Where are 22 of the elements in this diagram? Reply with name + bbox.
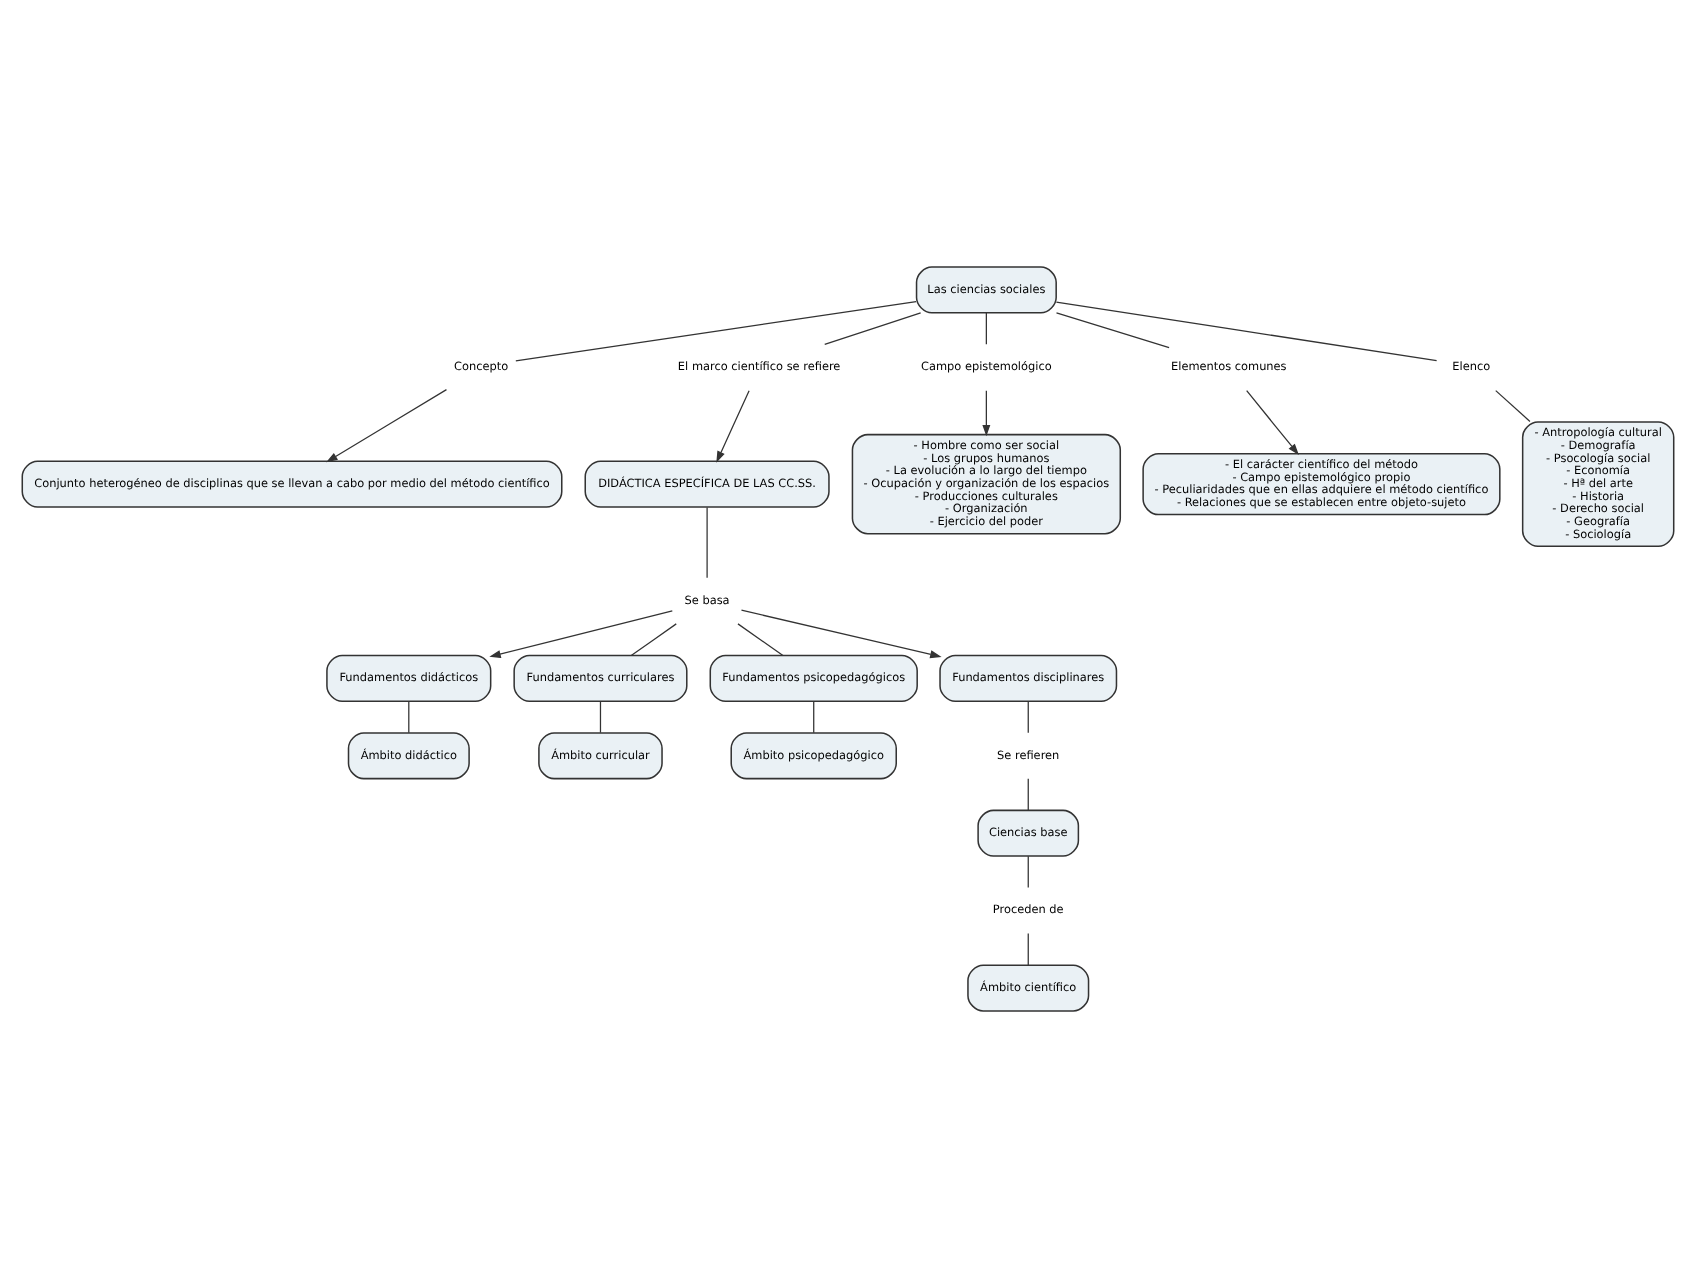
connector [515,299,917,361]
arrow [716,389,750,462]
connector [985,311,987,344]
connector [599,699,602,733]
arrow [982,389,991,436]
arrow [740,608,942,658]
arrow [489,609,673,657]
arrow [1246,389,1299,455]
connector [1055,311,1170,348]
connector [1027,777,1029,810]
connector [1495,389,1531,422]
connector [813,699,815,733]
connector [630,622,677,656]
connector [824,311,922,345]
connector [1027,699,1029,733]
arrow [326,387,448,462]
connector [706,505,708,578]
connector [1027,854,1029,888]
connector [737,622,784,656]
connector [1027,931,1029,965]
connector [408,699,410,733]
connector [1055,300,1438,361]
